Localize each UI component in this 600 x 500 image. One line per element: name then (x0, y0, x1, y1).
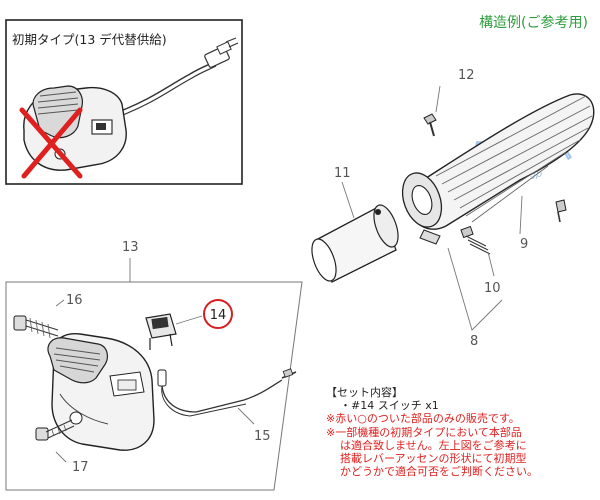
inset-old-type: 初期タイプ(13 デ代替供給) (5, 19, 243, 185)
note-red-5: かどうかで適合可否をご判断ください。 (340, 465, 538, 479)
note-red-2: ※一部機種の初期タイプにおいて本部品 (326, 425, 522, 439)
set-contents-item: ・#14 スイッチ x1 (340, 399, 439, 413)
label-11: 11 (334, 166, 351, 181)
label-12: 12 (458, 68, 475, 83)
lever-housing (47, 333, 155, 451)
throttle-grip (401, 93, 595, 245)
note-red-1: ※赤い○のついた部品のみの販売です。 (326, 412, 520, 426)
label-15: 15 (254, 429, 271, 444)
sleeve-tube (311, 204, 399, 283)
screw-right-icon (555, 199, 567, 223)
label-9: 9 (520, 237, 528, 252)
screw-12-icon (423, 113, 437, 137)
assembly-13-outline (5, 281, 303, 491)
highlight-circle-14 (203, 299, 233, 329)
note-red-4: 搭載レバーアッセンの形状にて初期型 (340, 452, 527, 466)
screw-17-icon (35, 419, 75, 441)
reference-title: 構造例(ご参考用) (479, 14, 588, 31)
label-8: 8 (470, 334, 478, 349)
label-16: 16 (66, 293, 83, 308)
label-10: 10 (484, 281, 501, 296)
switch-14-icon (145, 313, 177, 350)
screw-16-icon (13, 315, 59, 339)
notes-block: 【セット内容】 ・#14 スイッチ x1 ※赤い○のついた部品のみの販売です。 … (326, 386, 538, 478)
label-14: 14 (210, 308, 227, 323)
note-red-3: は適合致しません。左上図をご参考に (340, 438, 527, 452)
set-contents-heading: 【セット内容】 (326, 386, 403, 399)
label-13: 13 (122, 240, 139, 255)
wire-15 (157, 368, 297, 417)
inset-plug-icon (204, 37, 239, 68)
inset-title: 初期タイプ(13 デ代替供給) (12, 32, 167, 47)
not-compatible-x-icon (19, 107, 83, 179)
label-17: 17 (72, 460, 89, 475)
bolt-10-icon (460, 225, 491, 255)
